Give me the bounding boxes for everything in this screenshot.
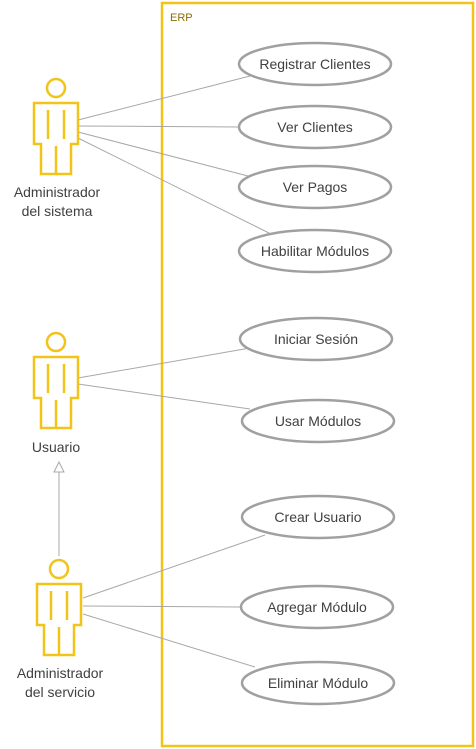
- actor-body-icon: [32, 355, 80, 430]
- association-line: [77, 347, 251, 379]
- use-case-registrar-clientes: Registrar Clientes: [237, 41, 393, 87]
- associations: [77, 75, 276, 668]
- actor-head-icon: [48, 558, 70, 580]
- use-case-ver-pagos: Ver Pagos: [237, 164, 393, 210]
- use-case-label: Eliminar Módulo: [268, 675, 369, 691]
- actor-head-icon: [45, 77, 67, 99]
- use-case-label: Iniciar Sesión: [274, 331, 358, 347]
- actor-label: Administrador: [17, 665, 104, 681]
- association-line: [82, 613, 256, 668]
- association-line: [77, 383, 251, 410]
- association-line: [77, 75, 251, 121]
- actor-label: del sistema: [22, 203, 93, 219]
- use-case-label: Agregar Módulo: [267, 599, 367, 615]
- use-case-label: Habilitar Módulos: [261, 243, 369, 259]
- use-case-label: Ver Pagos: [283, 179, 348, 195]
- system-title: ERP: [170, 12, 193, 24]
- actor-label: del servicio: [25, 684, 95, 700]
- use-case-ver-clientes: Ver Clientes: [237, 104, 393, 150]
- use-case-usar-modulos: Usar Módulos: [240, 398, 396, 444]
- generalization-arrow: [53, 460, 65, 556]
- actor-label: Usuario: [32, 439, 80, 455]
- actor-body-icon: [32, 101, 80, 176]
- actor-label: Administrador: [14, 184, 101, 200]
- use-case-iniciar-sesion: Iniciar Sesión: [238, 316, 394, 362]
- actor-usuario: [32, 331, 80, 430]
- actor-admin-servicio: [35, 558, 83, 657]
- use-case-agregar-modulo: Agregar Módulo: [239, 584, 395, 630]
- use-case-label: Registrar Clientes: [259, 56, 370, 72]
- use-case-label: Usar Módulos: [275, 413, 361, 429]
- association-line: [82, 534, 266, 599]
- actor-body-icon: [35, 582, 83, 657]
- system-boundary: [160, 1, 475, 748]
- association-line: [77, 137, 276, 237]
- actor-head-icon: [45, 331, 67, 353]
- use-case-label: Ver Clientes: [277, 119, 352, 135]
- use-case-label: Crear Usuario: [274, 509, 361, 525]
- association-line: [77, 125, 241, 128]
- association-line: [82, 605, 241, 608]
- association-line: [77, 131, 249, 177]
- use-case-eliminar-modulo: Eliminar Módulo: [240, 660, 396, 706]
- use-case-crear-usuario: Crear Usuario: [240, 494, 396, 540]
- actor-admin-sistema: [32, 77, 80, 176]
- use-case-habilitar-modulos: Habilitar Módulos: [237, 228, 393, 274]
